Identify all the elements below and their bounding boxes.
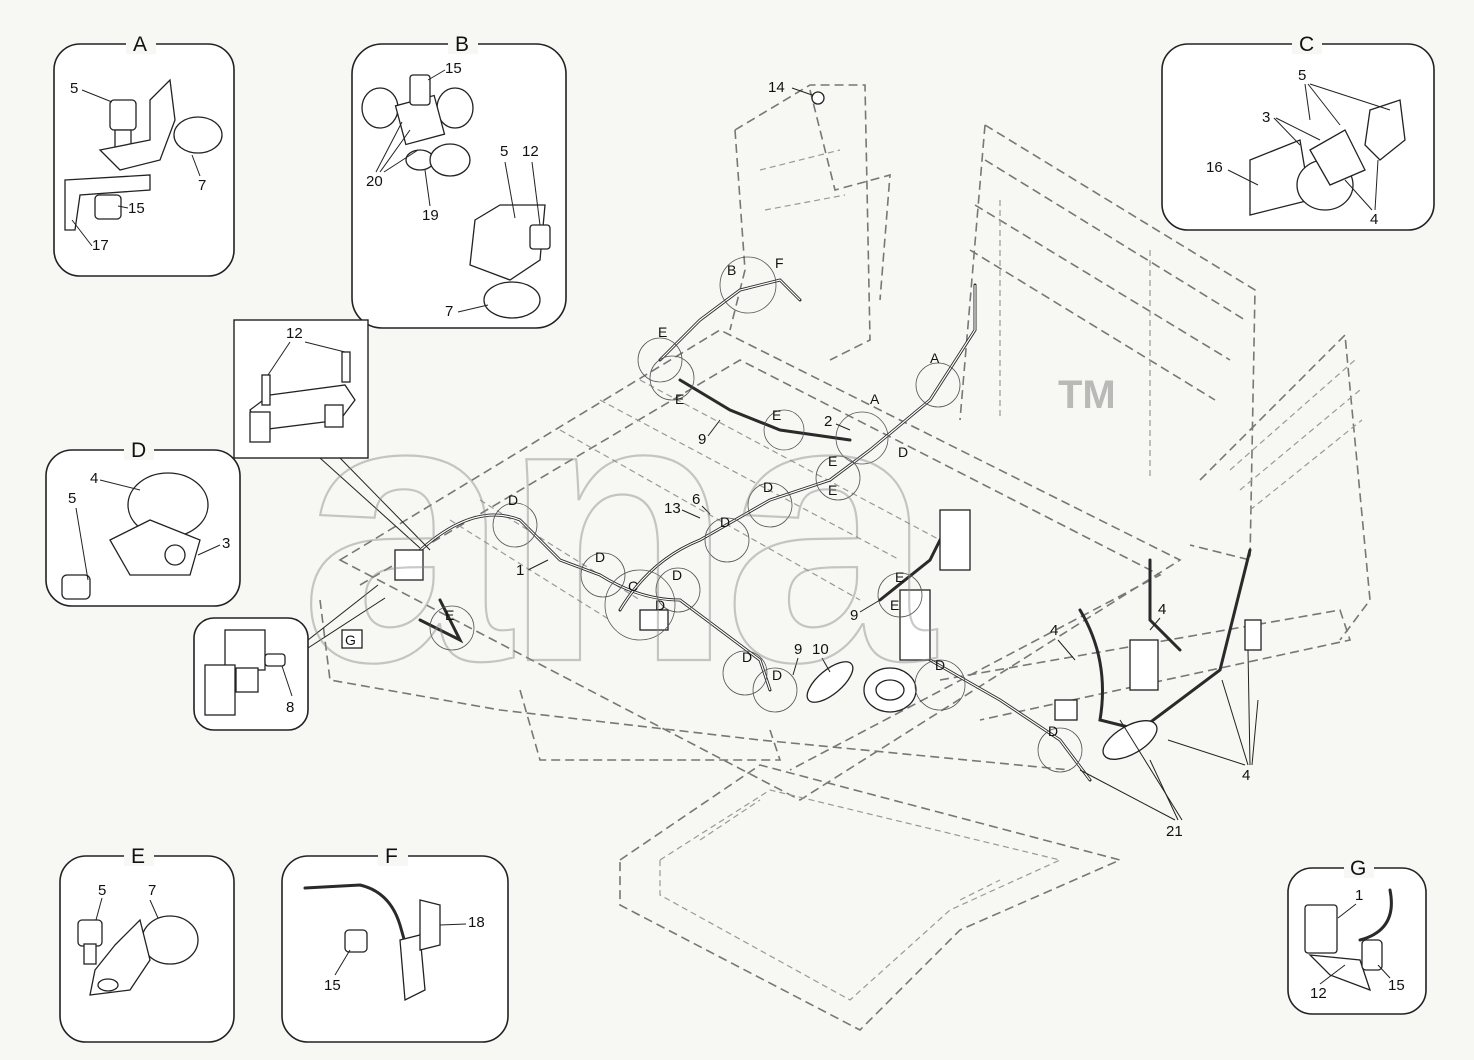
- view-B-label-7: 7: [445, 303, 453, 320]
- ref-E: E: [772, 407, 781, 423]
- watermark-mark: ana: [300, 316, 937, 741]
- view-A-title: A: [133, 33, 147, 56]
- ref-D: D: [935, 657, 945, 673]
- inset-view-C: C 5 3 16 4: [1161, 32, 1435, 231]
- view-A-label-15: 15: [128, 200, 145, 217]
- ref-D: D: [772, 667, 782, 683]
- callout-4c: 4: [1242, 767, 1250, 784]
- ref-E: E: [890, 597, 899, 613]
- view-E-label-7: 7: [148, 882, 156, 899]
- watermark: ana TM: [299, 315, 1116, 742]
- ref-D: D: [720, 514, 730, 530]
- callout-9b: 9: [850, 607, 858, 624]
- view-C-label-5: 5: [1298, 67, 1306, 84]
- view-G-label-15: 15: [1388, 977, 1405, 994]
- detail-8-label: 8: [286, 699, 294, 716]
- inset-view-B: B 15 5 12 20 19 7: [351, 32, 567, 329]
- view-B-label-5: 5: [500, 143, 508, 160]
- ref-F: F: [775, 255, 784, 271]
- view-G-label-1: 1: [1355, 887, 1363, 904]
- view-B-label-12: 12: [522, 143, 539, 160]
- ref-A: A: [930, 350, 940, 366]
- ref-E: E: [895, 569, 904, 585]
- view-F-label-18: 18: [468, 914, 485, 931]
- view-C-label-3: 3: [1262, 109, 1270, 126]
- callout-14: 14: [768, 79, 785, 96]
- view-G-title: G: [1350, 857, 1366, 880]
- callout-13: 13: [664, 500, 681, 517]
- ref-E: E: [658, 324, 667, 340]
- ref-E: E: [675, 391, 684, 407]
- view-D-title: D: [131, 439, 146, 462]
- view-A-label-7: 7: [198, 177, 206, 194]
- view-B-label-15: 15: [445, 60, 462, 77]
- detail-12-label: 12: [286, 325, 303, 342]
- ref-D: D: [508, 492, 518, 508]
- inset-view-G: G 1 12 15: [1287, 856, 1427, 1015]
- inset-view-F: F 18 15: [281, 844, 509, 1043]
- callout-9: 9: [698, 431, 706, 448]
- view-E-label-5: 5: [98, 882, 106, 899]
- view-F-label-15: 15: [324, 977, 341, 994]
- ref-A: A: [870, 391, 880, 407]
- view-C-label-4: 4: [1370, 211, 1378, 228]
- view-ref-letters: B F E E A A E D E E D D D D C D D E D D …: [445, 255, 1058, 739]
- view-B-label-19: 19: [422, 207, 439, 224]
- callout-6: 6: [692, 491, 700, 508]
- view-C-label-16: 16: [1206, 159, 1223, 176]
- callout-4b: 4: [1158, 601, 1166, 618]
- ref-box-G: G: [345, 632, 356, 648]
- callout-10: 10: [812, 641, 829, 658]
- view-A-label-17: 17: [92, 237, 109, 254]
- inset-detail-12: 12: [233, 319, 431, 551]
- ref-C: C: [628, 578, 638, 594]
- view-G-label-12: 12: [1310, 985, 1327, 1002]
- inset-view-A: A 5 7 15 17: [53, 32, 235, 277]
- view-D-label-4: 4: [90, 470, 98, 487]
- watermark-tm: TM: [1058, 373, 1116, 417]
- view-C-title: C: [1299, 33, 1314, 56]
- ref-D: D: [672, 567, 682, 583]
- ref-D: D: [742, 649, 752, 665]
- view-D-label-3: 3: [222, 535, 230, 552]
- ref-B: B: [727, 262, 736, 278]
- view-B-title: B: [455, 33, 469, 56]
- main-callouts: 14 2 9 13 6 1 9 10 9 4 4 4 21 G: [341, 79, 1259, 840]
- callout-4: 4: [1050, 622, 1058, 639]
- ref-D: D: [655, 597, 665, 613]
- view-D-label-5: 5: [68, 490, 76, 507]
- callout-2: 2: [824, 413, 832, 430]
- ref-E: E: [445, 607, 454, 623]
- ref-D: D: [595, 549, 605, 565]
- view-ref-bubbles: [429, 256, 1083, 773]
- view-E-title: E: [131, 845, 145, 868]
- view-A-label-5: 5: [70, 80, 78, 97]
- main-harness: [394, 278, 1262, 782]
- ref-D: D: [1048, 723, 1058, 739]
- inset-view-E: E 5 7: [59, 844, 235, 1043]
- inset-detail-8: 8: [193, 584, 386, 731]
- ref-E: E: [828, 453, 837, 469]
- callout-9c: 9: [794, 641, 802, 658]
- ref-D: D: [763, 479, 773, 495]
- inset-view-D: D 4 5 3: [45, 438, 241, 607]
- ref-E: E: [828, 482, 837, 498]
- callout-21: 21: [1166, 823, 1183, 840]
- view-F-title: F: [385, 845, 398, 868]
- ref-D: D: [898, 444, 908, 460]
- callout-1: 1: [516, 562, 524, 579]
- view-B-label-20: 20: [366, 173, 383, 190]
